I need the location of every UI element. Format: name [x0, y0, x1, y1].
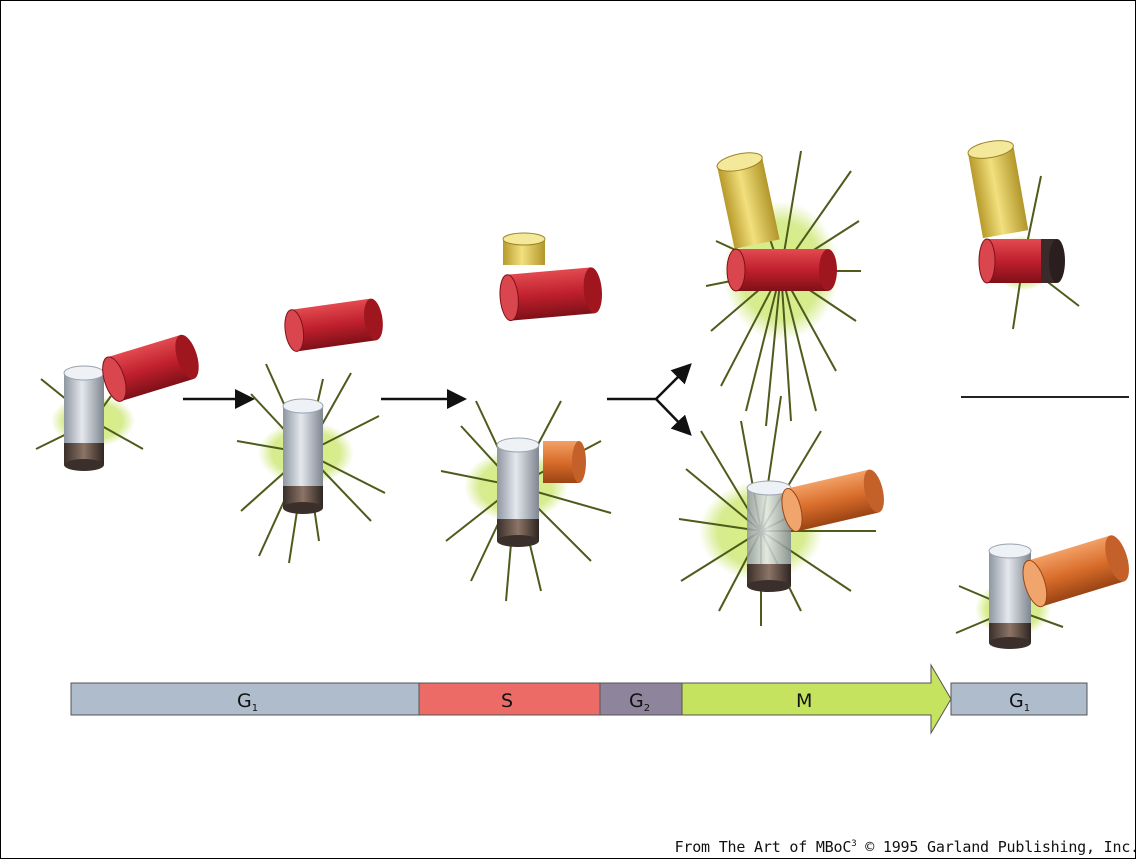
- phase-label-m: M: [796, 690, 812, 712]
- mother-centriole: [64, 366, 104, 471]
- phase-segment-m-arrow: [682, 665, 951, 733]
- new-centriole-orange: [543, 441, 586, 483]
- daughter-centriole-red: [979, 239, 1065, 283]
- mother-centriole: [497, 438, 539, 547]
- daughter-centriole-red: [282, 297, 385, 352]
- copyright-credit: From The Art of MBoC3 © 1995 Garland Pub…: [675, 838, 1136, 856]
- new-centriole-yellow: [503, 233, 545, 265]
- daughter-centriole-red: [498, 267, 604, 322]
- new-centriole-yellow: [715, 149, 779, 249]
- cell-cycle-bar: G1 S G2 M G1: [71, 665, 1087, 733]
- centrosome-g1-upper: [967, 138, 1079, 329]
- new-centriole-orange: [1018, 533, 1133, 610]
- centrosome-g1: [36, 332, 203, 471]
- split-arrow: [607, 366, 689, 433]
- phase-label-s: S: [501, 690, 513, 712]
- centrosome-g1-lower: [956, 533, 1134, 649]
- centrosome-separated: [237, 297, 385, 563]
- new-centriole-orange: [778, 468, 887, 534]
- daughter-centriole-red: [98, 332, 203, 404]
- daughter-centriole-red: [727, 249, 837, 291]
- centrosome-m-lower: [679, 396, 888, 626]
- centrosome-m-upper: [706, 149, 861, 426]
- mother-centriole: [283, 399, 323, 514]
- centrosome-s-phase: [441, 233, 611, 601]
- mother-centriole: [989, 544, 1031, 649]
- new-centriole-yellow: [967, 138, 1029, 239]
